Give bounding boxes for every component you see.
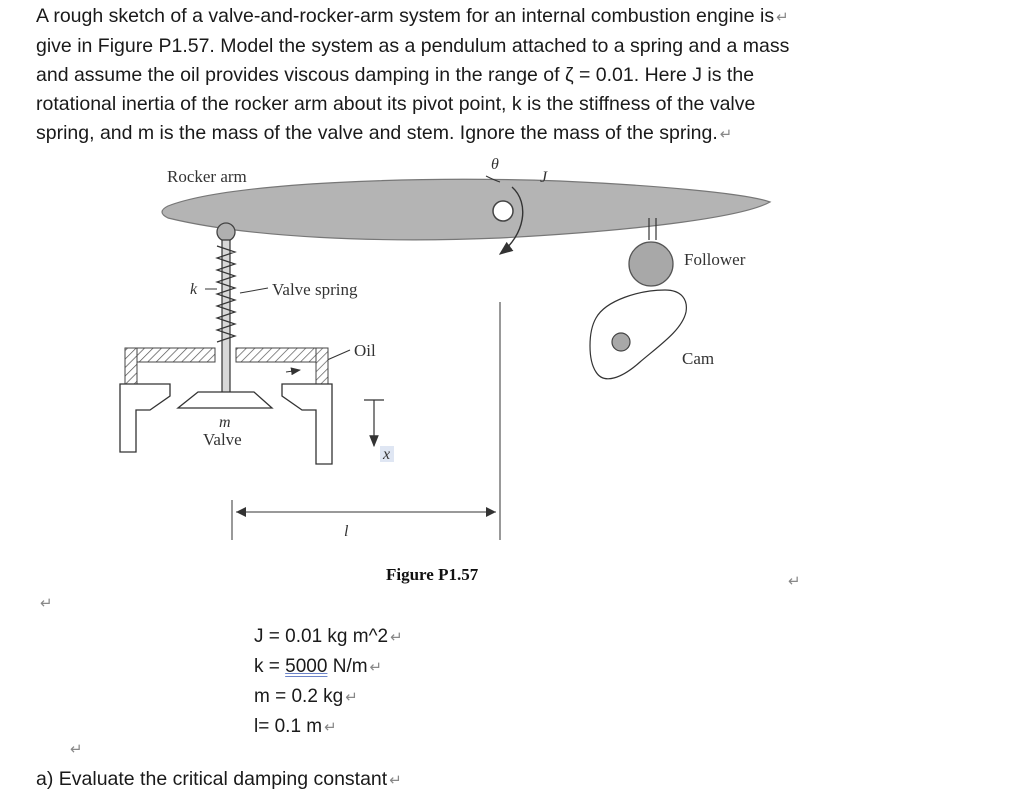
rocker-arm-label: Rocker arm: [167, 167, 247, 186]
inertia-label: J: [540, 169, 548, 186]
paragraph-mark-icon: ↵: [788, 573, 801, 590]
theta-tick: [485, 175, 501, 183]
paragraph-mark-icon: ↵: [369, 659, 383, 676]
paragraph-mark-icon: ↵: [70, 741, 83, 758]
rotation-arrow: [498, 186, 524, 255]
problem-line-3: and assume the oil provides viscous damp…: [36, 64, 755, 86]
rocker-arm-shape: [161, 178, 772, 241]
paragraph-mark-icon: ↵: [776, 9, 789, 26]
valve-head: [176, 391, 274, 409]
question-a: a) Evaluate the critical damping constan…: [36, 768, 402, 790]
param-l: l= 0.1 m↵: [254, 716, 337, 737]
valve-port-left: [119, 383, 171, 453]
valve-spring-label: Valve spring: [272, 280, 358, 299]
paragraph-mark-icon: ↵: [40, 595, 53, 612]
param-k-value: 5000: [285, 656, 328, 677]
problem-line-5: spring, and m is the mass of the valve a…: [36, 122, 733, 144]
paragraph-mark-icon: ↵: [390, 629, 403, 646]
paragraph-mark-icon: ↵: [719, 126, 733, 143]
length-label: l: [344, 523, 349, 540]
valve-port-right: [281, 383, 333, 465]
param-m: m = 0.2 kg↵: [254, 686, 358, 707]
mass-label: m: [219, 414, 231, 431]
hatched-block-right-side: [315, 347, 329, 385]
cam-shape: [589, 289, 687, 380]
valve-label: Valve: [203, 430, 242, 449]
hatched-block-left: [124, 347, 216, 363]
valve-spring-icon: [215, 245, 237, 343]
hatched-block-right: [235, 347, 329, 363]
follower-label: Follower: [684, 250, 746, 269]
follower-roller: [628, 241, 674, 287]
rocker-contact-ball: [216, 222, 236, 242]
displacement-label: x: [382, 446, 390, 463]
param-J: J = 0.01 kg m^2↵: [254, 626, 403, 647]
oil-label: Oil: [354, 341, 376, 360]
param-k: k = 5000 N/m↵: [254, 656, 383, 677]
theta-label: θ: [491, 156, 499, 173]
problem-line-2: give in Figure P1.57. Model the system a…: [36, 35, 790, 57]
figure-caption: Figure P1.57: [386, 565, 479, 584]
pivot-icon: [492, 200, 514, 222]
paragraph-mark-icon: ↵: [345, 689, 358, 706]
problem-line-1: A rough sketch of a valve-and-rocker-arm…: [36, 5, 789, 27]
rocker-arm-figure: Rocker arm θ J k Valve spring Oil m Valv…: [119, 156, 772, 584]
cam-shaft: [611, 332, 631, 352]
problem-statement: A rough sketch of a valve-and-rocker-arm…: [36, 2, 936, 149]
stiffness-label: k: [190, 281, 198, 298]
problem-line-4: rotational inertia of the rocker arm abo…: [36, 93, 756, 115]
cam-label: Cam: [682, 349, 714, 368]
paragraph-mark-icon: ↵: [324, 719, 337, 736]
parameter-list: J = 0.01 kg m^2↵ k = 5000 N/m↵ m = 0.2 k…: [254, 622, 403, 742]
hatched-block-left-side: [124, 347, 138, 385]
paragraph-mark-icon: ↵: [389, 772, 402, 789]
